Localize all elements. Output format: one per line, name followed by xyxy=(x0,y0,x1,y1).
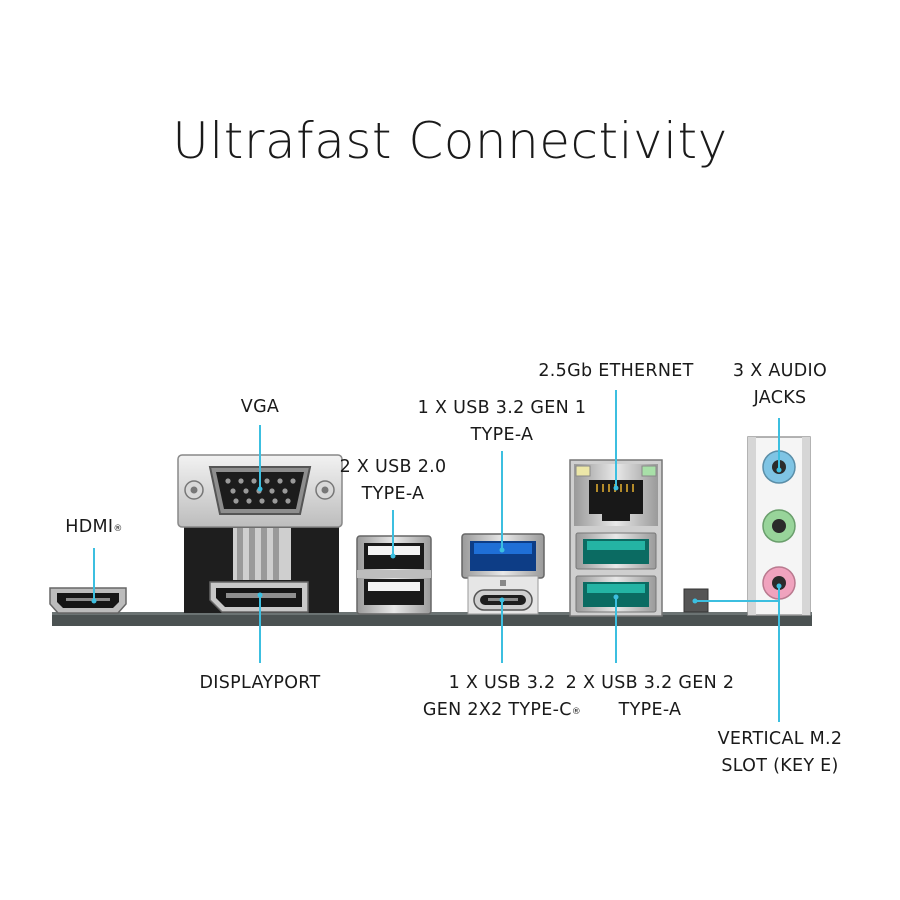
leader-lines xyxy=(93,390,780,722)
label-vga: VGA xyxy=(240,397,280,417)
label-usbc: 1 X USB 3.2 GEN 2X2 TYPE-C® xyxy=(422,673,582,720)
vga-displayport-stack xyxy=(177,454,343,613)
hdmi-port xyxy=(49,587,127,614)
label-displayport: DISPLAYPORT xyxy=(199,673,321,693)
page-title: Ultrafast Connectivity xyxy=(172,112,728,170)
label-ethernet: 2.5Gb ETHERNET xyxy=(538,361,694,381)
label-hdmi: HDMI® xyxy=(65,517,123,537)
motherboard-edge-highlight xyxy=(52,612,812,615)
leader-endpoints xyxy=(91,467,782,604)
audio-jack-green xyxy=(762,509,796,543)
